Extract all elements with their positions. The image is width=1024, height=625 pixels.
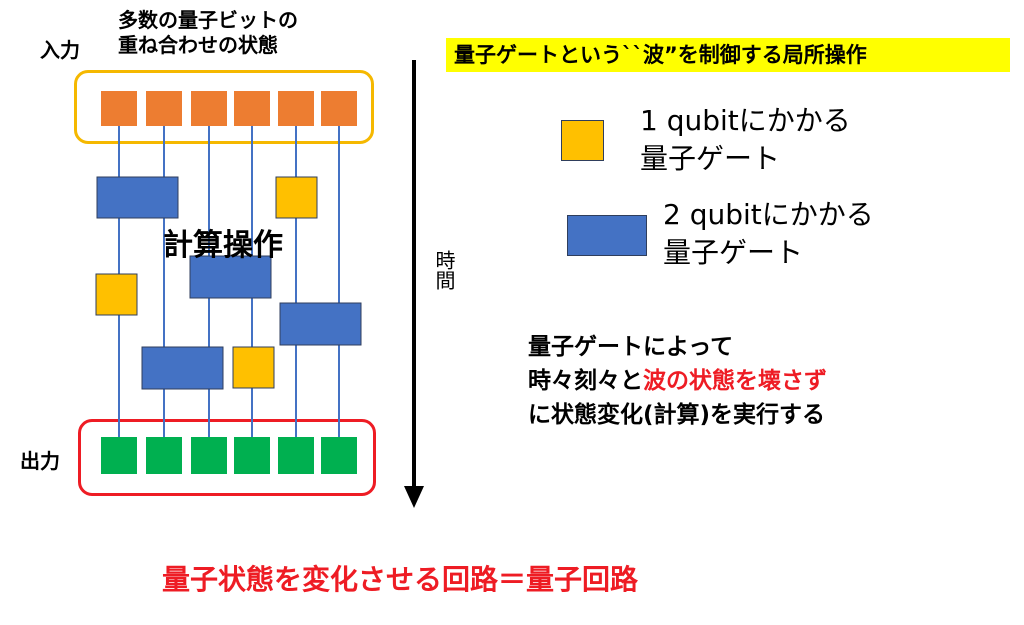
time-label: 時間 [432,250,456,290]
description-line-2-prefix: 時々刻々と [528,368,643,394]
input-register-box [74,70,374,144]
legend-one-qubit-text: 1 qubitにかかる 量子ゲート [640,102,851,178]
superposition-line-2: 重ね合わせの状態 [118,33,278,57]
input-qubit-4 [234,91,270,126]
description-line-2: 時々刻々と波の状態を壊さず [528,364,827,398]
output-qubit-3 [191,437,227,474]
output-qubit-6 [321,437,357,474]
legend-one-qubit-line-1: 1 qubitにかかる [640,104,851,137]
description: 量子ゲートによって 時々刻々と波の状態を壊さず に状態変化(計算)を実行する [528,330,827,432]
legend-two-qubit-line-2: 量子ゲート [663,236,804,269]
two-qubit-gate-3 [279,302,362,346]
time-arrow-head [404,486,424,508]
two-qubit-gate-2 [189,255,272,299]
two-qubit-gate-4 [141,346,224,390]
two-qubit-gate-1 [96,176,179,219]
bottom-caption: 量子状態を変化させる回路＝量子回路 [162,563,639,596]
output-qubit-1 [101,437,137,474]
one-qubit-gate-3 [232,346,275,389]
legend-one-qubit-line-2: 量子ゲート [640,142,781,175]
legend-two-qubit-text: 2 qubitにかかる 量子ゲート [663,196,874,272]
superposition-line-1: 多数の量子ビットの [118,8,298,32]
gate-title: 量子ゲートという``波”を制御する局所操作 [446,38,1010,72]
input-qubit-3 [191,91,227,126]
one-qubit-gate-2 [95,273,138,316]
output-qubit-2 [146,437,182,474]
input-qubit-6 [321,91,357,126]
input-label: 入力 [40,38,80,62]
computation-label: 計算操作 [163,228,283,263]
output-register-box [78,419,376,496]
description-line-3: に状態変化(計算)を実行する [528,402,826,428]
description-line-1: 量子ゲートによって [528,334,734,360]
input-qubit-2 [146,91,182,126]
output-qubit-4 [234,437,270,474]
legend-two-qubit-swatch [567,215,647,256]
legend-two-qubit-line-1: 2 qubitにかかる [663,198,874,231]
superposition-label: 多数の量子ビットの 重ね合わせの状態 [118,8,298,58]
legend-one-qubit-swatch [561,120,604,161]
input-qubit-5 [278,91,314,126]
output-label: 出力 [20,449,60,473]
description-line-2-highlight: 波の状態を壊さず [643,368,827,394]
output-qubit-5 [278,437,314,474]
input-qubit-1 [101,91,137,126]
one-qubit-gate-1 [275,176,318,219]
